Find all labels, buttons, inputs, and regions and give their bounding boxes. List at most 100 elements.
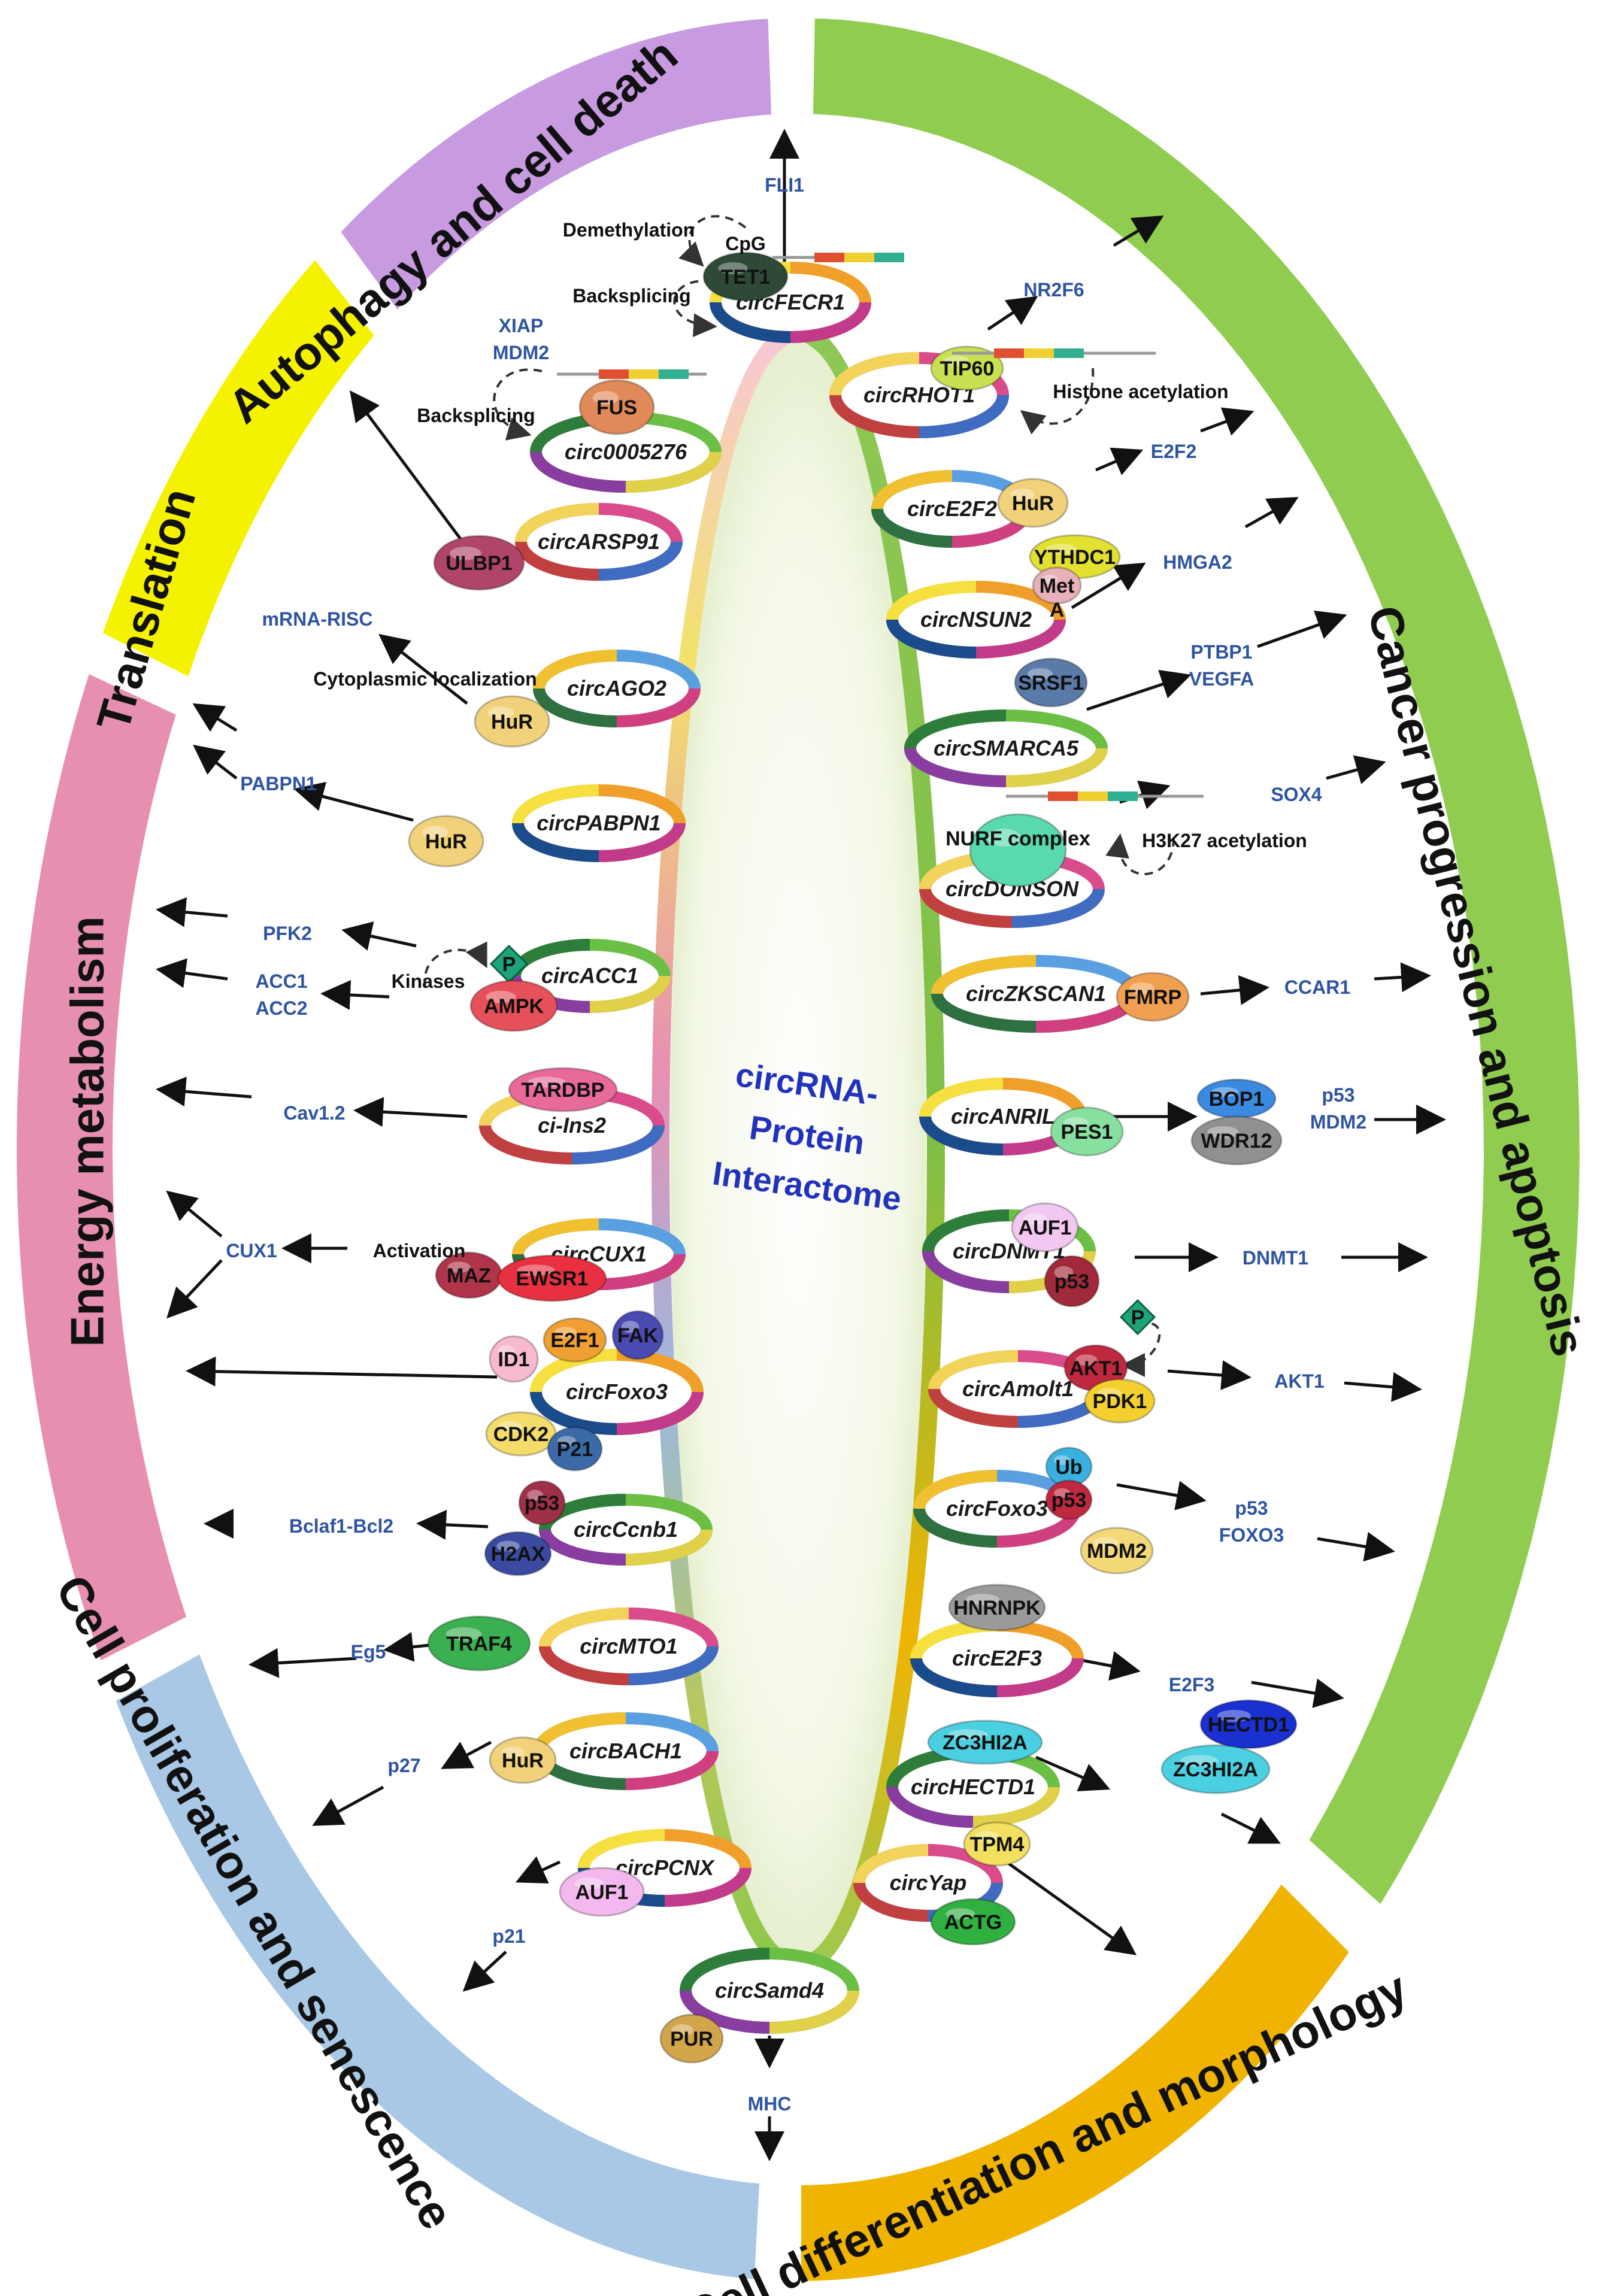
- arrow-xiap: [350, 390, 478, 561]
- circrna-ring-segment: [886, 1787, 974, 1828]
- circrna-label: circACC1: [541, 963, 638, 988]
- protein-highlight: [671, 2024, 693, 2036]
- circrna-ring-segment: [533, 688, 617, 727]
- protein-shape: [930, 1898, 1016, 1946]
- protein-ewsr1: EWSR1: [497, 1254, 607, 1302]
- protein-label: TPM4: [970, 1833, 1025, 1856]
- protein-maz: MAZ: [435, 1251, 503, 1299]
- dna-exon: [599, 369, 629, 379]
- dna-track-fus: [557, 369, 707, 379]
- protein-hur: HuR: [474, 695, 550, 748]
- phosphate-label: P: [502, 953, 516, 976]
- protein-phosphate: P: [489, 944, 529, 984]
- circrna-ring-segment: [625, 1751, 719, 1790]
- circrna-circpabpn1: circPABPN1: [512, 784, 686, 862]
- circrna-ring-segment: [539, 1607, 629, 1647]
- protein-auf1: AUF1: [559, 1867, 645, 1917]
- arrow-mrna-risc: [378, 633, 468, 705]
- arrow-hmga2: [1244, 497, 1299, 529]
- protein-highlight: [1129, 982, 1154, 994]
- protein-auf1: AUF1: [1011, 1202, 1079, 1252]
- phosphate-label: P: [1131, 1306, 1145, 1329]
- arrow-p53-foxo3-short: [1116, 1481, 1207, 1511]
- protein-highlight: [487, 706, 514, 719]
- circrna-ring-segment: [515, 541, 599, 581]
- loop-demethylation: [678, 215, 747, 267]
- protein-highlight: [496, 1540, 520, 1552]
- protein-label: BOP1: [1209, 1088, 1265, 1111]
- protein-highlight: [592, 391, 619, 405]
- protein-shape: [611, 1310, 664, 1360]
- protein-highlight: [718, 262, 748, 274]
- circrna-ring-segment: [533, 650, 617, 689]
- dna-exon: [844, 253, 874, 262]
- circrna-label: circSamd4: [715, 1978, 824, 2003]
- arrow-ccar1-short: [1200, 975, 1269, 1005]
- circrna-label: circYap: [890, 1870, 967, 1895]
- circrna-ring-segment: [539, 1646, 629, 1685]
- circrna-label: circCcnb1: [574, 1517, 678, 1542]
- central-ellipse-fill: [670, 342, 926, 1957]
- protein-highlight: [621, 1321, 640, 1333]
- dna-exon: [874, 253, 904, 262]
- protein-shape: [963, 1821, 1031, 1867]
- protein-ythdc1: YTHDC1: [1029, 534, 1121, 580]
- arrow-nr2f6: [1113, 215, 1164, 247]
- category-label-energy-metabolism: Energy metabolism: [61, 916, 114, 1347]
- arrow-far-left-7: [249, 1648, 357, 1678]
- circrna-ring-segment: [571, 1125, 665, 1164]
- protein-label: ACTG: [944, 1911, 1002, 1934]
- dna-exon: [1024, 348, 1054, 358]
- target-mrna-risc: mRNA-RISC: [262, 608, 373, 630]
- protein-highlight: [966, 1594, 999, 1606]
- protein-shape: [1011, 1202, 1079, 1252]
- circrna-label: circNSUN2: [920, 607, 1032, 632]
- target-mdm2: MDM2: [493, 342, 549, 363]
- protein-shape: [1032, 566, 1082, 605]
- arrow-zc3hi2a: [1220, 1812, 1281, 1844]
- protein-id1: ID1: [489, 1335, 539, 1383]
- protein-label: P21: [557, 1438, 593, 1461]
- protein-label: TARDBP: [521, 1079, 604, 1102]
- circrna-ring-segment: [975, 619, 1066, 659]
- circrna-circsmarca5: circSMARCA5: [904, 709, 1108, 787]
- protein-hur: HuR: [997, 478, 1069, 528]
- protein-shape: [969, 813, 1067, 887]
- protein-highlight: [1207, 1126, 1239, 1138]
- circrna-ring-segment: [928, 1350, 1019, 1390]
- protein-label: TET1: [720, 266, 770, 289]
- protein-label: AUF1: [1019, 1217, 1072, 1239]
- protein-shape: [489, 1736, 557, 1784]
- protein-highlight: [1097, 1388, 1122, 1399]
- circrna-ring-segment: [919, 395, 1009, 438]
- category-segment-cancer-progression-and-apoptosis: [807, 12, 1586, 1913]
- circrna-label: circSMARCA5: [934, 736, 1079, 760]
- protein-shape: [547, 1426, 603, 1472]
- circrna-ring-segment: [512, 823, 599, 862]
- target-mhc: MHC: [748, 2093, 792, 2115]
- arrow-far-left-1: [192, 703, 238, 732]
- circrna-ring-segment: [680, 1948, 770, 1991]
- protein-label: HuR: [425, 830, 467, 853]
- circrna-ring-segment: [853, 1882, 929, 1922]
- circrna-label: circE2F3: [952, 1646, 1042, 1670]
- circrna-ring-segment: [853, 1844, 929, 1883]
- category-segment-energy-metabolism: [10, 666, 194, 1669]
- circrna-ring-segment: [769, 1990, 859, 2034]
- protein-shape: [427, 1615, 531, 1672]
- label-layer: FLI1XIAPMDM2mRNA-RISCPABPN1PFK2ACC1ACC2C…: [226, 174, 1366, 2115]
- dna-exon: [629, 369, 659, 379]
- arrow-e2f3: [1251, 1678, 1344, 1708]
- protein-label: AMPK: [484, 995, 544, 1018]
- target-foxo3: FOXO3: [1219, 1524, 1284, 1546]
- circrna-circfoxo3: circFoxo3: [913, 1470, 1081, 1548]
- dna-exon: [1078, 791, 1108, 801]
- target-cav12: Cav1.2: [283, 1102, 345, 1124]
- circrna-ring-segment: [790, 302, 871, 343]
- target-fli1: FLI1: [765, 174, 804, 196]
- protein-highlight: [1075, 1354, 1098, 1366]
- target-e2f2: E2F2: [1151, 441, 1196, 462]
- circrna-ring-segment: [680, 1990, 770, 2034]
